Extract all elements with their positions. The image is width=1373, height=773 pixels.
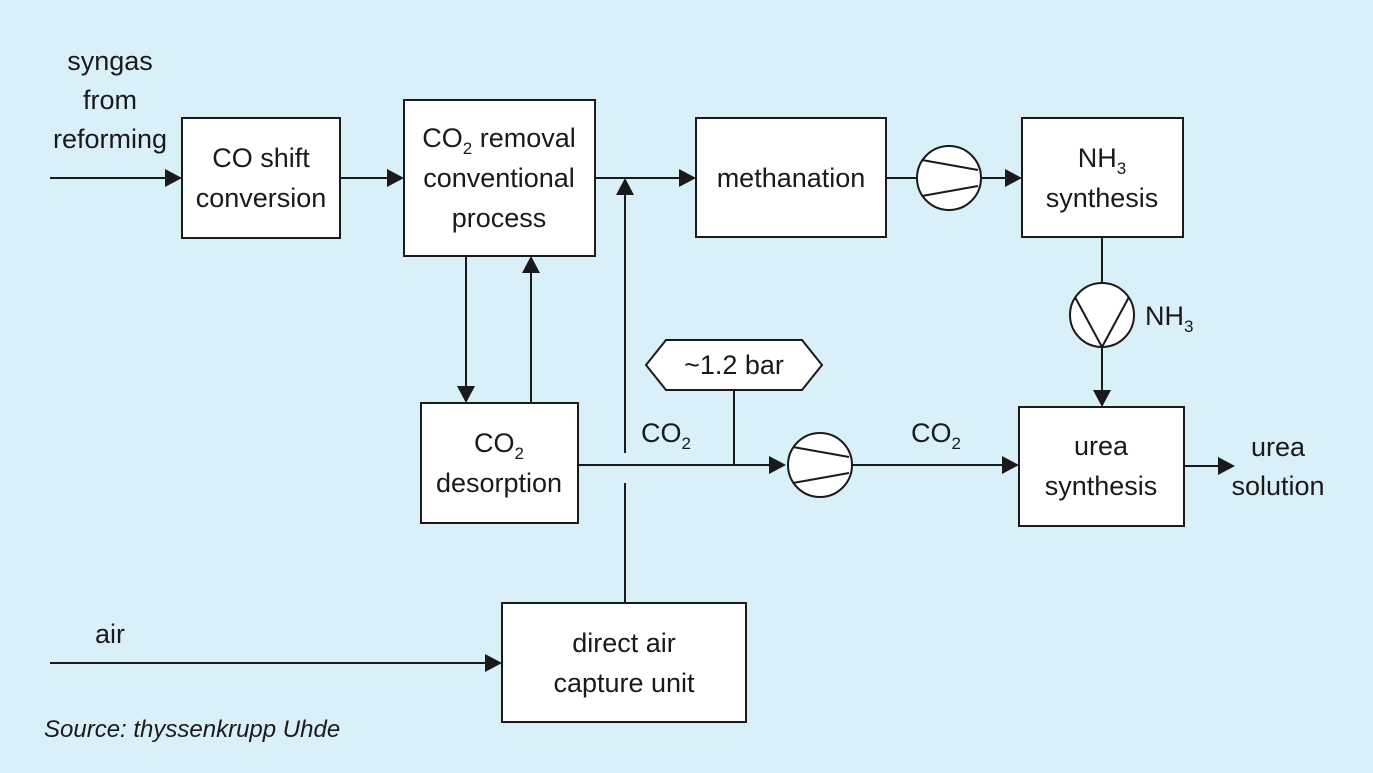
dac-line2: capture unit: [553, 668, 695, 698]
co2-removal-box: CO2 removal conventional process: [403, 99, 596, 257]
urea-synthesis-line2: synthesis: [1045, 471, 1158, 501]
co2-removal-line2: conventional: [423, 163, 575, 193]
co2-stream-label-1: CO2: [641, 418, 691, 453]
shift-to-removal-arrow: [340, 169, 404, 187]
source-caption: Source: thyssenkrupp Uhde: [44, 716, 340, 743]
urea-output-arrow: [1184, 457, 1235, 475]
syngas-compressor-icon: [916, 145, 982, 211]
desorption-to-removal-arrow: [522, 256, 540, 403]
syngas-label-line2: from: [83, 85, 137, 115]
syngas-arrow: [50, 169, 182, 187]
methanation-box: methanation: [695, 117, 887, 238]
co2-removal-line1: CO2 removal: [422, 123, 576, 158]
dac-co2-riser-arrow: [616, 178, 634, 603]
urea-synthesis-line1: urea: [1074, 431, 1129, 461]
air-arrow: [50, 654, 502, 672]
co2-stream-label-2: CO2: [911, 418, 961, 453]
co-shift-conversion-box: CO shift conversion: [181, 117, 341, 239]
urea-solution-line2: solution: [1231, 471, 1324, 501]
nh3-pump-icon: [1069, 282, 1135, 348]
urea-solution-line1: urea: [1251, 432, 1306, 462]
urea-synthesis-box: urea synthesis: [1018, 406, 1185, 527]
nh3-synthesis-line2: synthesis: [1046, 183, 1159, 213]
pressure-value: ~1.2 bar: [684, 350, 784, 380]
co2-compressor-icon: [787, 432, 853, 498]
co2-removal-line3: process: [452, 203, 547, 233]
nh3-stream-label: NH3: [1145, 301, 1193, 336]
methanation-label: methanation: [717, 163, 866, 193]
co-shift-line1: CO shift: [212, 143, 310, 173]
dac-line1: direct air: [572, 628, 676, 658]
nh3-synthesis-line1: NH3: [1078, 143, 1126, 178]
air-input-label: air: [95, 619, 125, 649]
co2-desorption-line1: CO2: [474, 428, 524, 463]
co-shift-line2: conversion: [196, 183, 327, 213]
syngas-label-line1: syngas: [67, 46, 153, 76]
nh3-synthesis-box: NH3 synthesis: [1021, 117, 1184, 238]
pump-to-urea-arrow: [1093, 347, 1111, 407]
direct-air-capture-box: direct air capture unit: [501, 602, 747, 723]
compressor-to-urea-arrow: [852, 456, 1019, 474]
removal-to-methanation-arrow: [595, 169, 696, 187]
compressor-to-nh3-arrow: [981, 169, 1022, 187]
pressure-tag: ~1.2 bar: [644, 339, 824, 391]
co2-desorption-box: CO2 desorption: [420, 402, 579, 524]
urea-solution-label: urea solution: [1231, 432, 1324, 501]
co2-desorption-line2: desorption: [436, 468, 562, 498]
syngas-input-label: syngas from reforming: [53, 46, 167, 154]
syngas-label-line3: reforming: [53, 124, 167, 154]
removal-to-desorption-arrow: [457, 256, 475, 403]
desorption-co2-arrow: [578, 456, 786, 474]
